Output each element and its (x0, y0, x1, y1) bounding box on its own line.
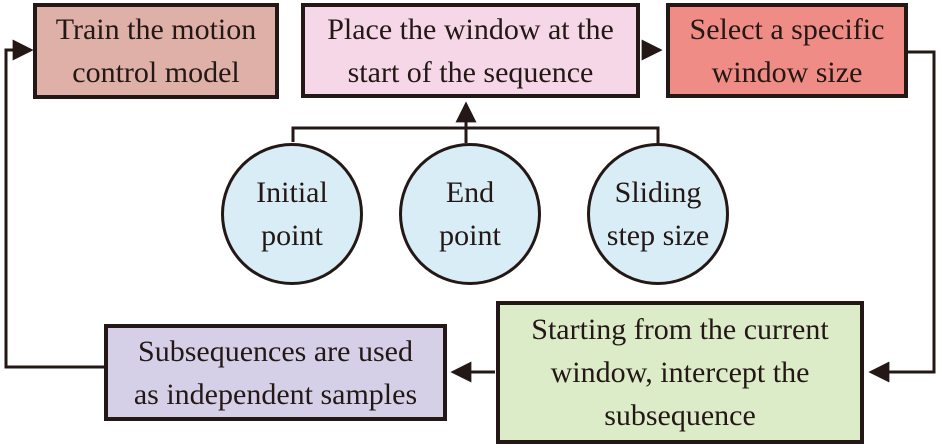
node-place-window-line1: Place the window at the (327, 12, 614, 46)
node-intercept-subsequence-line2: window, intercept the (550, 356, 810, 389)
node-independent-samples: Subsequences are used as independent sam… (104, 324, 447, 421)
circle-initial-point-line2: point (261, 219, 323, 252)
node-train-model-line1: Train the motion (55, 13, 257, 46)
circle-sliding-step-size-line2: step size (606, 219, 710, 252)
node-intercept-subsequence-line3: subsequence (604, 399, 756, 432)
node-train-model-line2: control model (72, 56, 240, 89)
node-select-window-size-line1: Select a specific (689, 12, 885, 46)
node-place-window: Place the window at the start of the seq… (301, 3, 640, 98)
arrow-samples-to-train (4, 39, 104, 369)
node-select-window-size-line2: window size (711, 55, 863, 89)
circle-initial-point: Initial point (221, 143, 363, 285)
circle-sliding-step-size: Sliding step size (587, 143, 729, 285)
circle-end-point-line2: point (439, 219, 501, 252)
circle-end-point-line1: End (445, 176, 495, 209)
circle-end-point: End point (399, 143, 541, 285)
circle-sliding-step-size-line1: Sliding (614, 176, 702, 209)
params-bracket-line (291, 126, 660, 143)
node-intercept-subsequence-line1: Starting from the current (531, 313, 829, 346)
node-intercept-subsequence: Starting from the current window, interc… (496, 301, 864, 444)
node-independent-samples-line2: as independent samples (133, 377, 418, 411)
node-place-window-line2: start of the sequence (347, 55, 594, 89)
arrow-select-to-intercept (868, 50, 936, 383)
node-train-model: Train the motion control model (33, 3, 279, 99)
node-select-window-size: Select a specific window size (666, 3, 908, 98)
circle-initial-point-line1: Initial (256, 176, 328, 209)
node-independent-samples-line1: Subsequences are used (138, 334, 413, 368)
